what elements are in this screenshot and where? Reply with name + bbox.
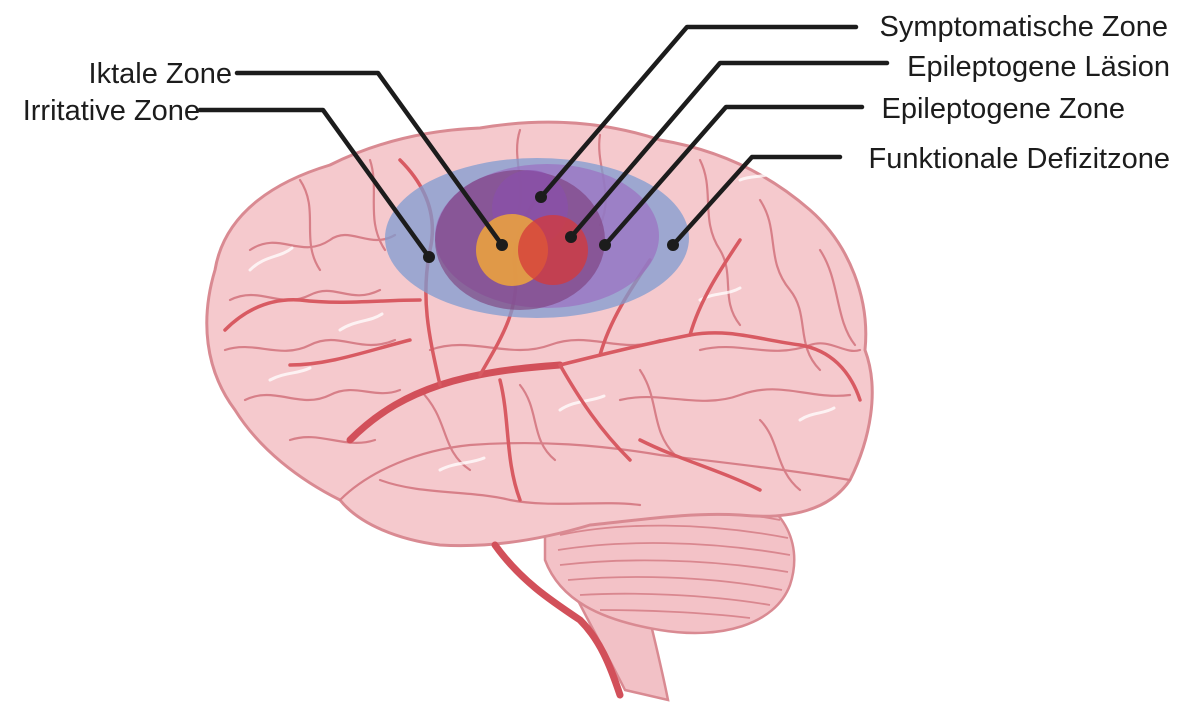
label-functional-deficit-zone: Funktionale Defizitzone <box>869 143 1170 175</box>
label-epileptogenic-zone: Epileptogene Zone <box>882 93 1125 125</box>
label-irritative-zone: Irritative Zone <box>23 95 200 127</box>
zones <box>385 158 689 318</box>
pointer-dot-symptomatic-zone <box>535 191 547 203</box>
pointer-dot-epileptogenic-lesion <box>565 231 577 243</box>
pointer-dot-ictal-zone <box>496 239 508 251</box>
pointer-dot-irritative-zone <box>423 251 435 263</box>
pointer-dot-functional-deficit-zone <box>667 239 679 251</box>
pointer-dot-epileptogenic-zone <box>599 239 611 251</box>
label-epileptogenic-lesion: Epileptogene Läsion <box>907 51 1170 83</box>
epileptogenic-lesion-area <box>518 215 588 285</box>
label-symptomatic-zone: Symptomatische Zone <box>879 11 1168 43</box>
label-ictal-zone: Iktale Zone <box>89 58 232 90</box>
